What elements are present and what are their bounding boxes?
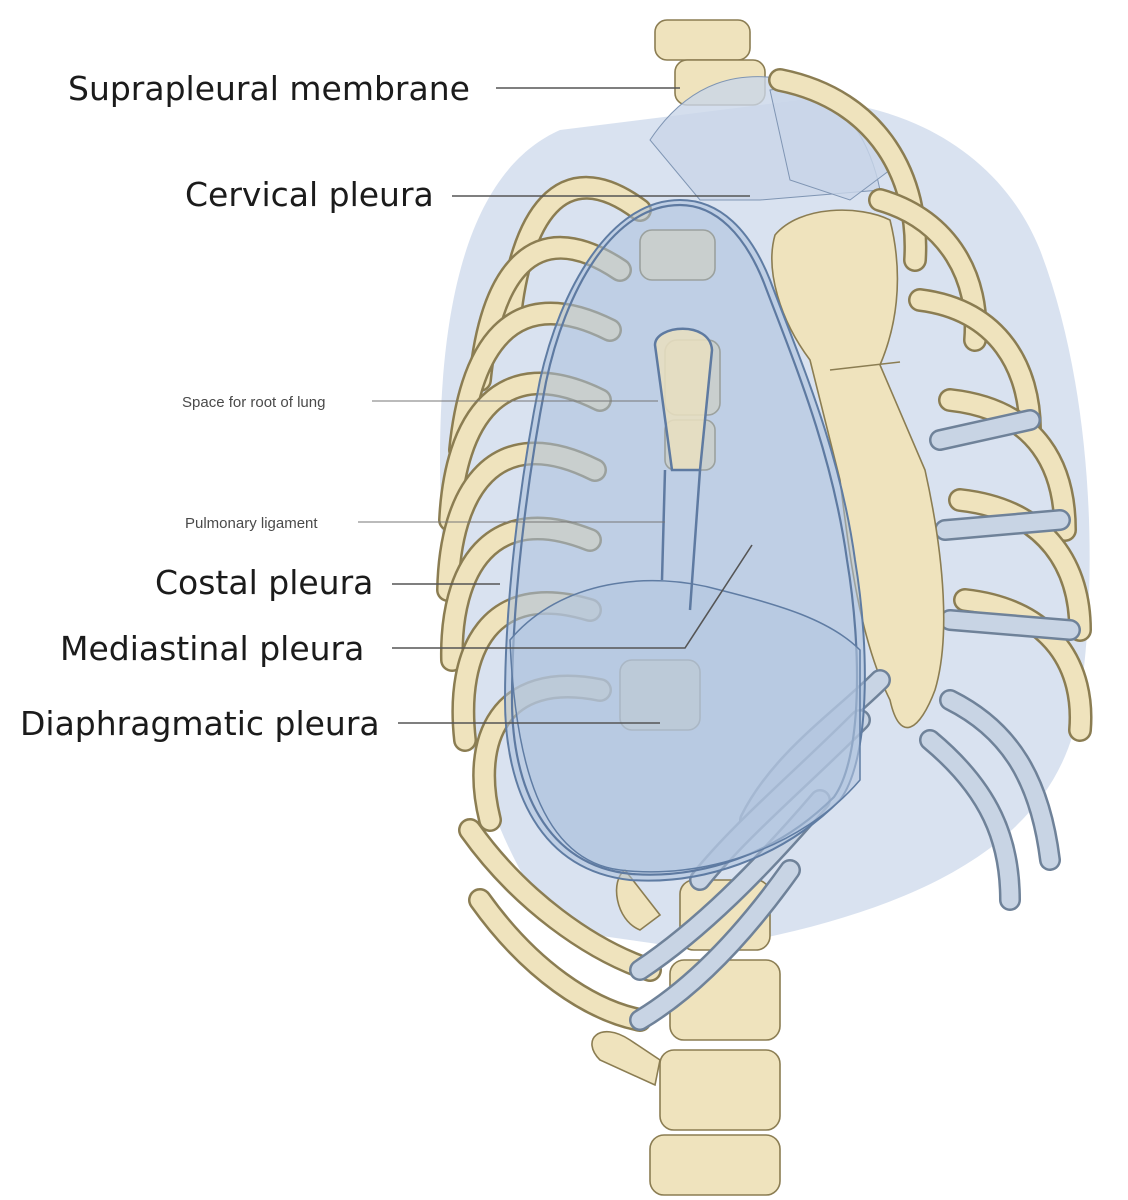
root-of-lung-space	[653, 327, 714, 472]
vertebra-l3	[649, 1134, 781, 1196]
leader-mediastinal-pleura	[392, 544, 753, 649]
label-mediastinal-pleura: Mediastinal pleura	[60, 629, 364, 668]
label-diaphragmatic-pleura: Diaphragmatic pleura	[20, 704, 380, 743]
vertebra-c7	[654, 19, 751, 61]
label-space-for-root-of-lung: Space for root of lung	[182, 394, 325, 411]
transverse-process	[591, 1030, 661, 1087]
right-ribs	[768, 68, 1093, 911]
pleura-outline	[510, 203, 859, 876]
diaphragmatic-pleura-dome	[509, 579, 861, 873]
label-pulmonary-ligament: Pulmonary ligament	[185, 515, 318, 532]
pulmonary-ligament	[660, 469, 702, 611]
sternal-angle	[829, 361, 901, 371]
label-costal-pleura: Costal pleura	[155, 563, 373, 602]
label-suprapleural-membrane: Suprapleural membrane	[68, 69, 470, 108]
label-cervical-pleura: Cervical pleura	[185, 175, 434, 214]
vertebra-l2	[659, 1049, 781, 1131]
